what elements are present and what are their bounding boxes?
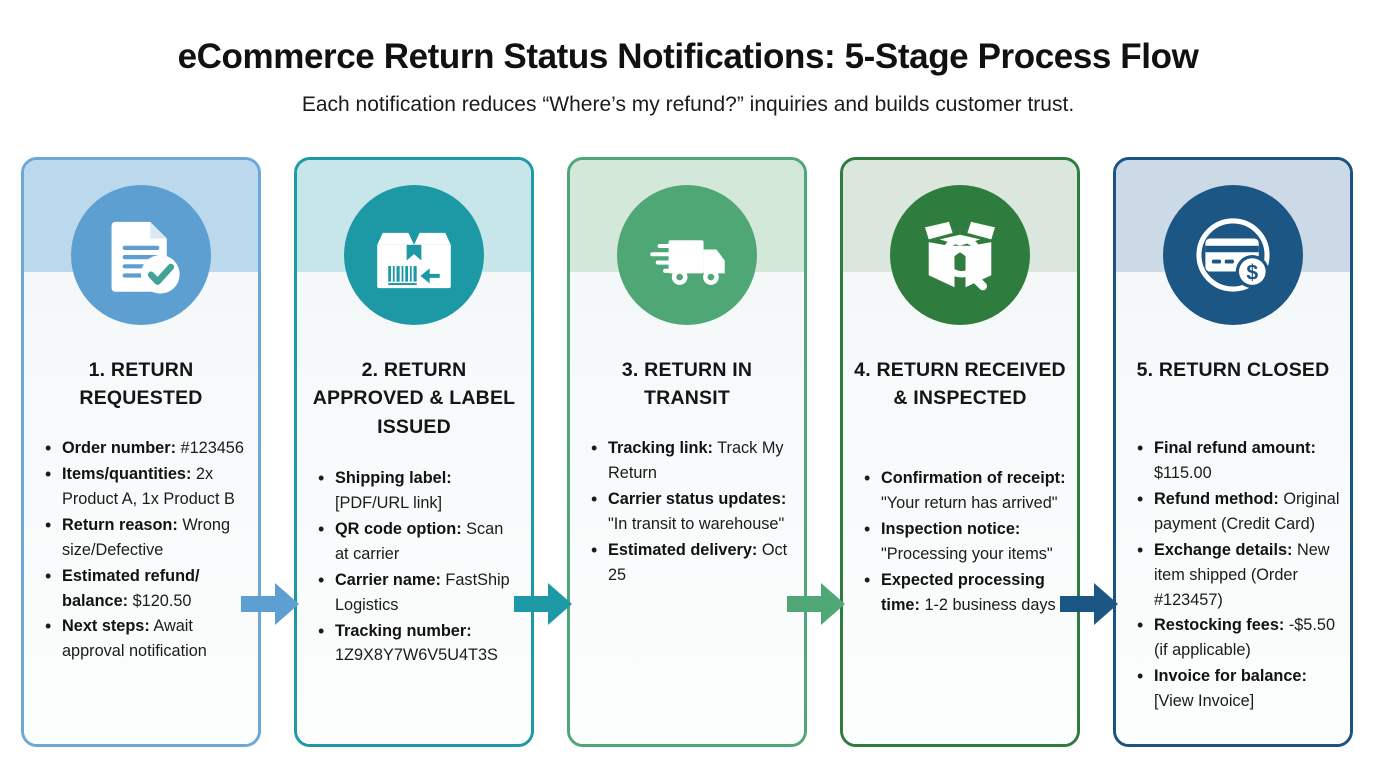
bullet-value: Await approval notification bbox=[62, 617, 207, 661]
stage-card-4[interactable]: 4. RETURN RECEIVED & INSPECTED Confirmat… bbox=[840, 157, 1080, 747]
list-item: Order number: #123456 bbox=[42, 435, 248, 462]
stage-1-title: 1. RETURN REQUESTED bbox=[79, 359, 203, 410]
bullet-value: 2x Product A, 1x Product B bbox=[62, 464, 235, 508]
stage-3-detail-list: Tracking link: Track My Return Carrier s… bbox=[588, 435, 794, 589]
page-subtitle: Each notification reduces “Where’s my re… bbox=[301, 92, 1075, 116]
stage-1-detail-list: Order number: #123456 Items/quantities: … bbox=[42, 435, 248, 665]
bullet-label: Invoice for balance: bbox=[1154, 667, 1307, 686]
bullet-value: Original payment (Credit Card) bbox=[1154, 489, 1340, 533]
list-item: Restocking fees: -$5.50 (if applicable) bbox=[1134, 612, 1340, 663]
bullet-label: Exchange details: bbox=[1154, 540, 1293, 559]
bullet-value: "In transit to warehouse" bbox=[608, 514, 785, 533]
stage-4-title: 4. RETURN RECEIVED & INSPECTED bbox=[854, 359, 1066, 410]
page-title: eCommerce Return Status Notifications: 5… bbox=[177, 37, 1199, 76]
bullet-label: Expected processing time: bbox=[881, 570, 1045, 614]
list-item: Inspection notice: "Processing your item… bbox=[861, 516, 1067, 567]
list-item: Tracking number: 1Z9X8Y7W6V5U4T3S bbox=[315, 618, 521, 669]
bullet-value: 1Z9X8Y7W6V5U4T3S bbox=[335, 646, 498, 665]
stage-card-3[interactable]: 3. RETURN IN TRANSIT Tracking link: Trac… bbox=[567, 157, 807, 747]
list-item: QR code option: Scan at carrier bbox=[315, 516, 521, 567]
list-item: Confirmation of receipt: "Your return ha… bbox=[861, 465, 1067, 516]
open-box-magnifier-icon bbox=[890, 185, 1030, 325]
bullet-label: Tracking number: bbox=[335, 621, 472, 640]
list-item: Exchange details: New item shipped (Orde… bbox=[1134, 537, 1340, 613]
bullet-value: FastShip Logistics bbox=[335, 570, 510, 614]
stage-card-5[interactable]: $ 5. RETURN CLOSED Final refund amount: … bbox=[1113, 157, 1353, 747]
bullet-label: Restocking fees: bbox=[1154, 616, 1285, 635]
list-item: Invoice for balance: [View Invoice] bbox=[1134, 663, 1340, 714]
list-item: Estimated refund/ balance: $120.50 bbox=[42, 563, 248, 614]
credit-card-refund-icon: $ bbox=[1163, 185, 1303, 325]
bullet-value: [View Invoice] bbox=[1154, 692, 1255, 711]
return-box-barcode-icon bbox=[344, 185, 484, 325]
list-item: Return reason: Wrong size/Defective bbox=[42, 512, 248, 563]
arrow-stage2-to-stage3 bbox=[514, 581, 572, 627]
stage-card-2[interactable]: 2. RETURN APPROVED & LABEL ISSUED Shippi… bbox=[294, 157, 534, 747]
bullet-label: Estimated delivery: bbox=[608, 540, 758, 559]
list-item: Items/quantities: 2x Product A, 1x Produ… bbox=[42, 461, 248, 512]
arrow-stage1-to-stage2 bbox=[241, 581, 299, 627]
bullet-value: Wrong size/Defective bbox=[62, 515, 231, 559]
bullet-label: Next steps: bbox=[62, 617, 150, 636]
bullet-label: Carrier status updates: bbox=[608, 489, 787, 508]
stage-5-detail-list: Final refund amount: $115.00 Refund meth… bbox=[1134, 435, 1340, 715]
document-check-icon bbox=[71, 185, 211, 325]
bullet-value: $120.50 bbox=[132, 591, 192, 610]
list-item: Expected processing time: 1-2 business d… bbox=[861, 567, 1067, 618]
bullet-label: Final refund amount: bbox=[1154, 439, 1316, 457]
list-item: Next steps: Await approval notification bbox=[42, 613, 248, 664]
bullet-value: $115.00 bbox=[1154, 463, 1212, 482]
bullet-label: Items/quantities: bbox=[62, 464, 192, 483]
bullet-label: Carrier name: bbox=[335, 570, 441, 589]
list-item: Refund method: Original payment (Credit … bbox=[1134, 486, 1340, 537]
arrow-stage3-to-stage4 bbox=[787, 581, 845, 627]
bullet-label: Refund method: bbox=[1154, 489, 1279, 508]
list-item: Shipping label: [PDF/URL link] bbox=[315, 465, 521, 516]
bullet-label: Shipping label: bbox=[335, 469, 452, 487]
stage-2-title: 2. RETURN APPROVED & LABEL ISSUED bbox=[312, 359, 516, 438]
bullet-label: Tracking link: bbox=[608, 439, 713, 457]
bullet-value: [PDF/URL link] bbox=[335, 493, 443, 512]
stage-4-detail-list: Confirmation of receipt: "Your return ha… bbox=[861, 465, 1067, 619]
bullet-label: QR code option: bbox=[335, 519, 462, 538]
bullet-value: Track My Return bbox=[608, 439, 784, 482]
svg-text:$: $ bbox=[1246, 261, 1258, 284]
bullet-value: Oct 25 bbox=[608, 540, 788, 584]
bullet-value: #123456 bbox=[180, 439, 244, 457]
list-item: Estimated delivery: Oct 25 bbox=[588, 537, 794, 588]
bullet-value: 1-2 business days bbox=[924, 595, 1056, 614]
stage-card-1[interactable]: 1. RETURN REQUESTED Order number: #12345… bbox=[21, 157, 261, 747]
stage-3-title: 3. RETURN IN TRANSIT bbox=[621, 359, 753, 410]
bullet-value: "Processing your items" bbox=[881, 544, 1053, 563]
infographic-header: eCommerce Return Status Notifications: 5… bbox=[0, 0, 1376, 117]
list-item: Carrier name: FastShip Logistics bbox=[315, 567, 521, 618]
stage-2-detail-list: Shipping label: [PDF/URL link] QR code o… bbox=[315, 465, 521, 669]
bullet-value: Scan at carrier bbox=[335, 519, 504, 563]
stage-5-title: 5. RETURN CLOSED bbox=[1136, 359, 1330, 381]
bullet-label: Confirmation of receipt: bbox=[881, 469, 1066, 487]
bullet-value: New item shipped (Order #123457) bbox=[1154, 540, 1330, 609]
bullet-label: Order number: bbox=[62, 439, 176, 457]
list-item: Final refund amount: $115.00 bbox=[1134, 435, 1340, 486]
arrow-stage4-to-stage5 bbox=[1060, 581, 1118, 627]
process-flow: 1. RETURN REQUESTED Order number: #12345… bbox=[0, 157, 1376, 747]
bullet-label: Estimated refund/ balance: bbox=[62, 566, 200, 610]
bullet-value: "Your return has arrived" bbox=[881, 493, 1058, 512]
bullet-label: Return reason: bbox=[62, 515, 178, 534]
list-item: Tracking link: Track My Return bbox=[588, 435, 794, 486]
delivery-truck-icon bbox=[617, 185, 757, 325]
bullet-value: -$5.50 (if applicable) bbox=[1154, 616, 1335, 660]
bullet-label: Inspection notice: bbox=[881, 519, 1021, 538]
list-item: Carrier status updates: "In transit to w… bbox=[588, 486, 794, 537]
